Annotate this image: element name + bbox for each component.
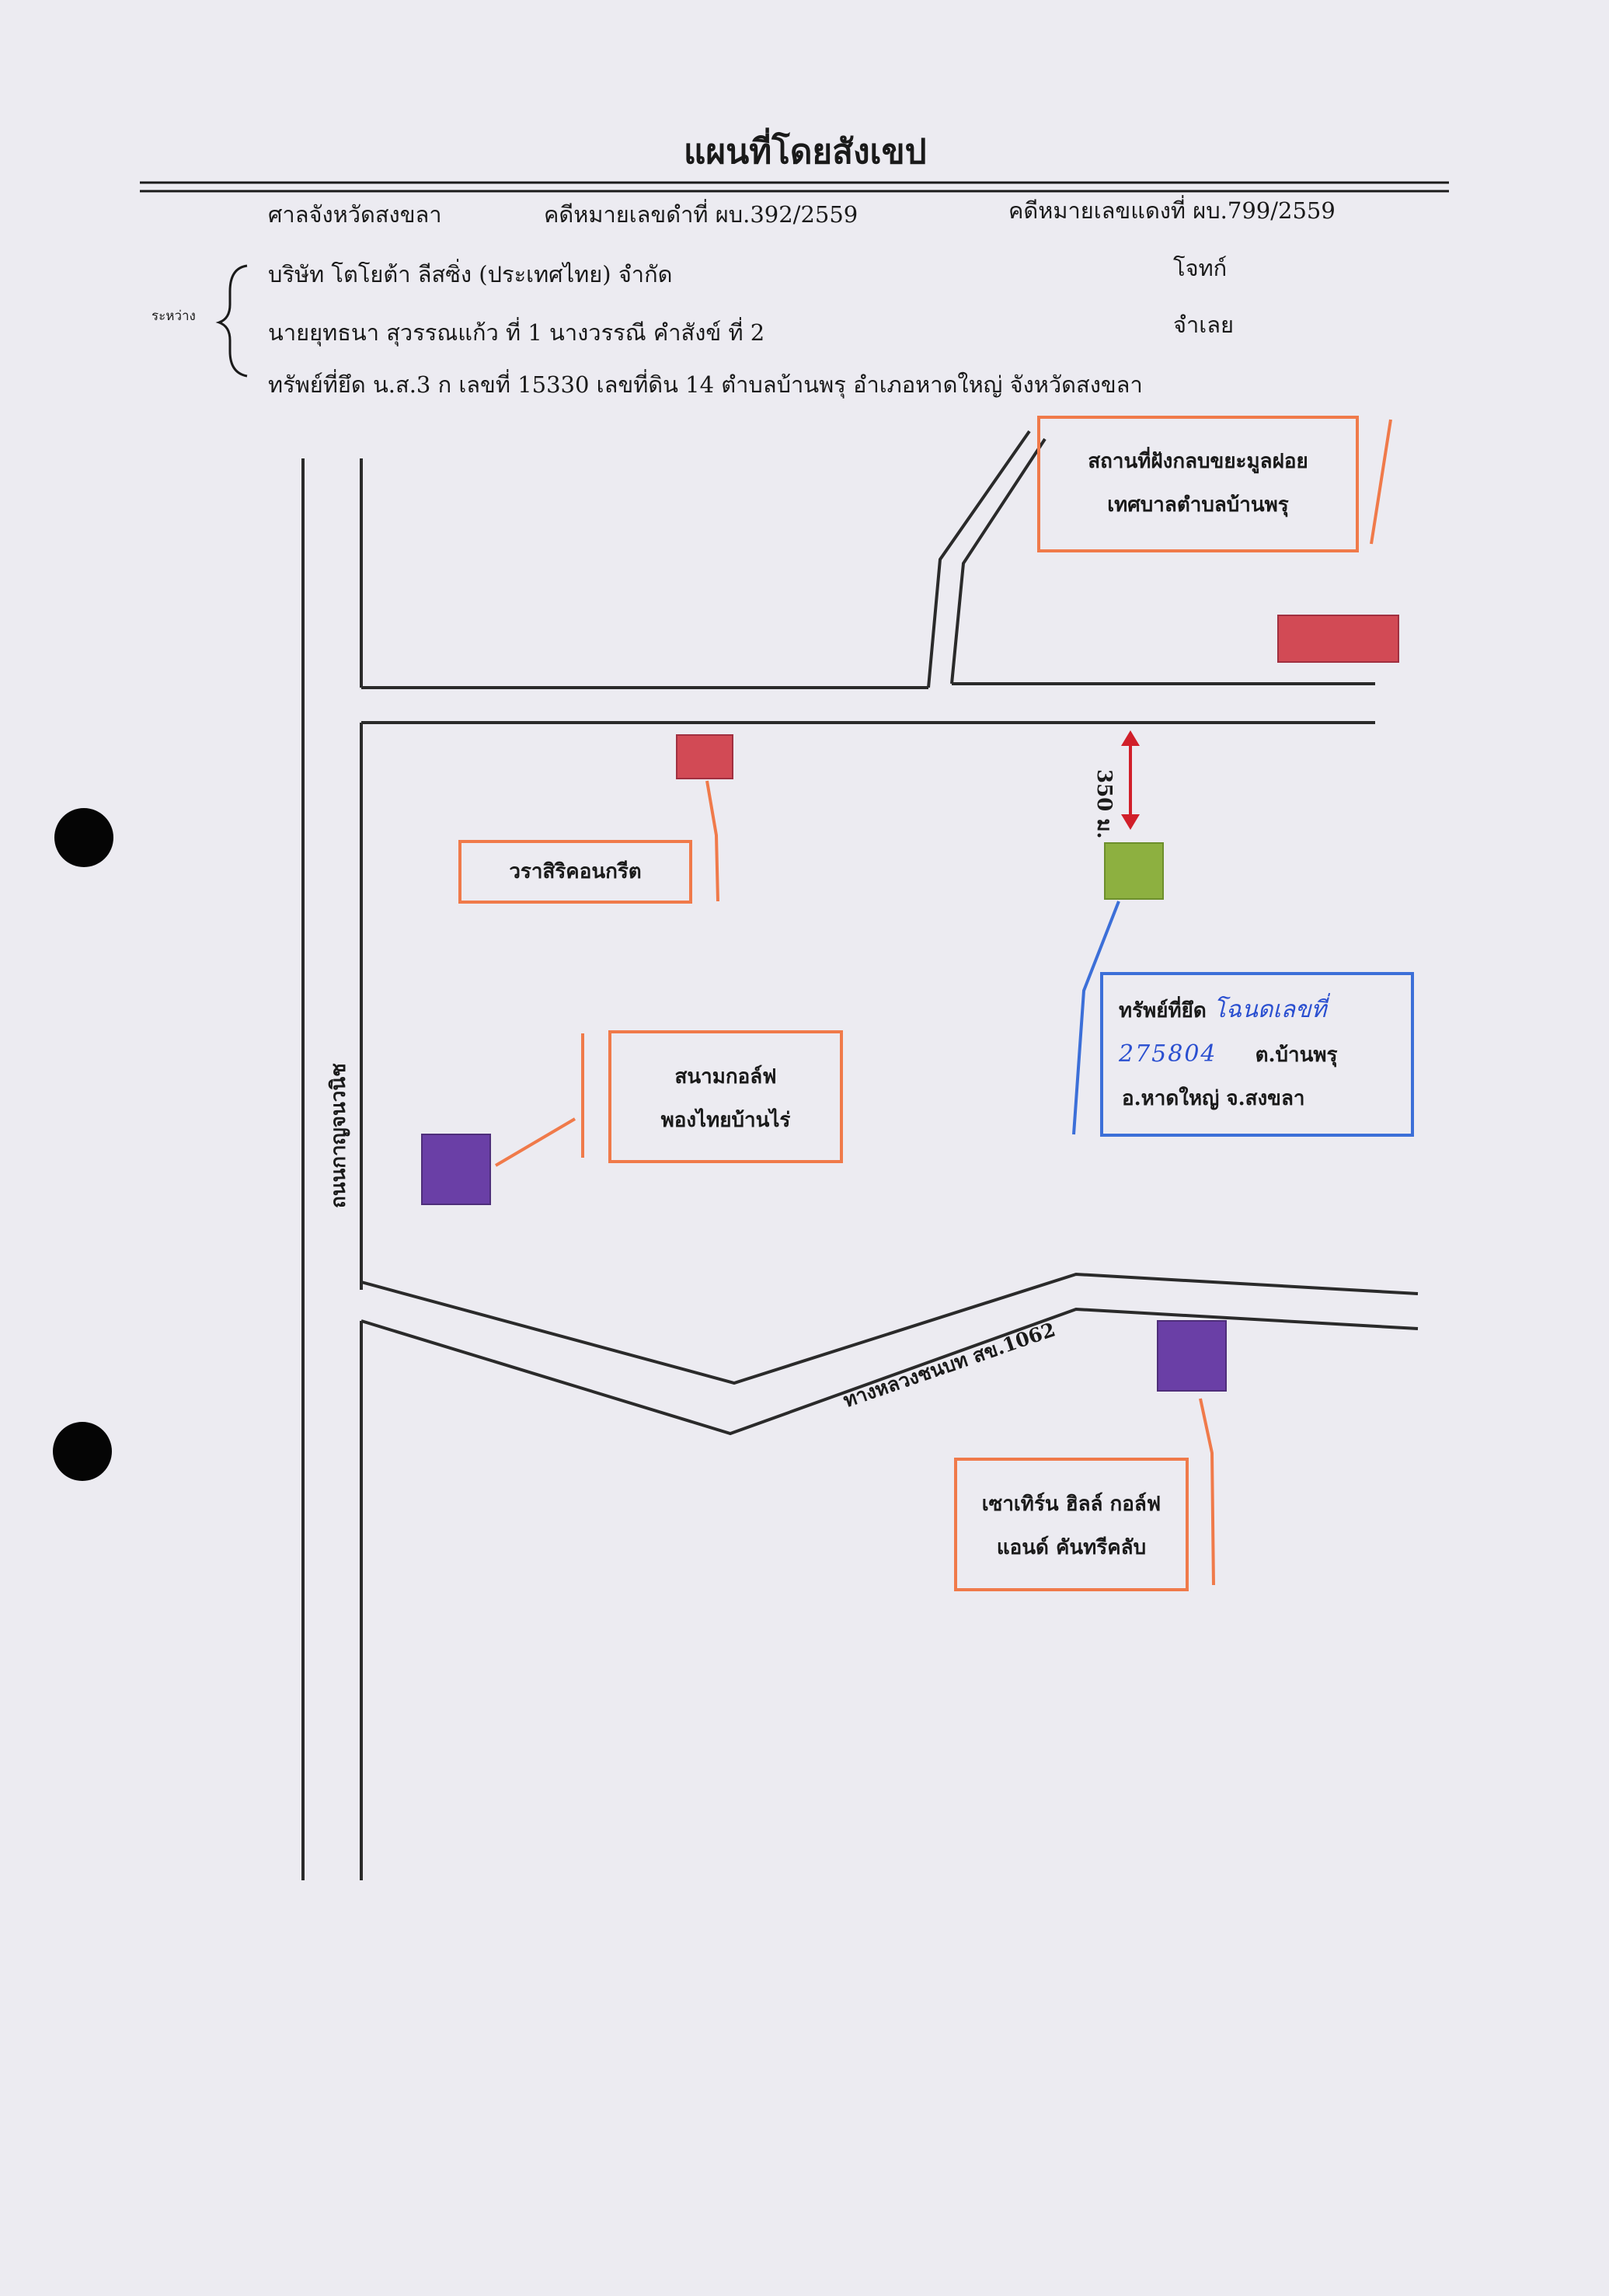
seized-property-description: ทรัพย์ที่ยึด น.ส.3 ก เลขที่ 15330 เลขที่…: [268, 371, 1143, 398]
branch-road-right-edge: [950, 437, 1047, 685]
landfill-label-box: [1037, 416, 1359, 552]
distance-arrow-head-top: [1121, 730, 1140, 746]
seized-pointer: [1072, 901, 1120, 1135]
southern-hills-label-box: [954, 1458, 1189, 1591]
main-road-label: ถนนกาญจนวนิช: [327, 1063, 350, 1208]
branch-road-left-edge: [927, 430, 1031, 688]
seized-label-district: อ.หาดใหญ่ จ.สงขลา: [1122, 1087, 1305, 1110]
golf-thai-label-line2: พองไทยบ้านไร่: [660, 1109, 791, 1132]
red-case-number: คดีหมายเลขแดงที่ ผบ.799/2559: [1008, 197, 1336, 224]
seized-label-handwritten-number: 275804: [1119, 1040, 1217, 1068]
concrete-pointer: [705, 780, 719, 902]
landfill-label-line1: สถานที่ฝังกลบขยะมูลฝอย: [1088, 450, 1308, 473]
landfill-marker: [1277, 615, 1399, 663]
golf-thai-label-box: [608, 1030, 843, 1163]
defendants-names: นายยุทธนา สุวรรณแก้ว ที่ 1 นางวรรณี คำสั…: [268, 319, 765, 346]
seized-label-handwritten-deed: โฉนดเลขที่: [1213, 996, 1327, 1023]
southern-hills-marker: [1157, 1320, 1227, 1392]
southern-hills-label-line1: เซาเทิร์น ฮิลล์ กอล์ฟ: [981, 1493, 1161, 1516]
highway-top-edge: [360, 1272, 1419, 1385]
landfill-label-line2: เทศบาลตำบลบ้านพรุ: [1107, 493, 1289, 517]
punch-hole-top: [54, 808, 113, 867]
concrete-label-line1: วราสิริคอนกรีต: [509, 860, 642, 883]
concrete-label: วราสิริคอนกรีต: [460, 850, 691, 894]
concrete-label-box: [458, 840, 692, 904]
golf-thai-pointer: [494, 1117, 576, 1167]
distance-arrow-head-bottom: [1121, 814, 1140, 830]
distance-label: 350 ม.: [1092, 769, 1116, 839]
landfill-pointer: [1370, 419, 1392, 545]
punch-hole-bottom: [53, 1422, 112, 1481]
southern-hills-label: เซาเทิร์น ฮิลล์ กอล์ฟ แอนด์ คันทรีคลับ: [956, 1482, 1187, 1570]
black-case-number: คดีหมายเลขดำที่ ผบ.392/2559: [544, 201, 858, 228]
parties-brace: [215, 264, 248, 378]
southern-hills-label-line2: แอนด์ คันทรีคลับ: [996, 1536, 1147, 1559]
landfill-label: สถานที่ฝังกลบขยะมูลฝอย เทศบาลตำบลบ้านพรุ: [1039, 440, 1357, 527]
concrete-marker: [676, 734, 733, 779]
document-title: แผนที่โดยสังเขป: [684, 132, 927, 172]
seized-label: ทรัพย์ที่ยึด โฉนดเลขที่ 275804 ต.บ้านพรุ…: [1119, 988, 1406, 1120]
highway-bottom-edge: [360, 1307, 1419, 1436]
plaintiff-role: โจทก์: [1173, 255, 1228, 281]
court-name: ศาลจังหวัดสงขลา: [268, 201, 442, 228]
seized-label-subdistrict: ต.บ้านพรุ: [1255, 1043, 1338, 1067]
golf-thai-label: สนามกอล์ฟ พองไทยบ้านไร่: [610, 1055, 841, 1142]
golf-thai-label-line1: สนามกอล์ฟ: [674, 1065, 777, 1089]
seized-property-marker: [1104, 842, 1164, 900]
southern-hills-pointer: [1199, 1398, 1215, 1586]
between-label: ระหว่าง: [151, 308, 196, 324]
seized-label-prefix: ทรัพย์ที่ยึด: [1119, 999, 1207, 1023]
plaintiff-name: บริษัท โตโยต้า ลีสซิ่ง (ประเทศไทย) จำกัด: [268, 261, 673, 287]
defendants-role: จำเลย: [1173, 312, 1234, 338]
seized-label-box: [1100, 972, 1414, 1137]
golf-thai-marker: [421, 1134, 491, 1205]
